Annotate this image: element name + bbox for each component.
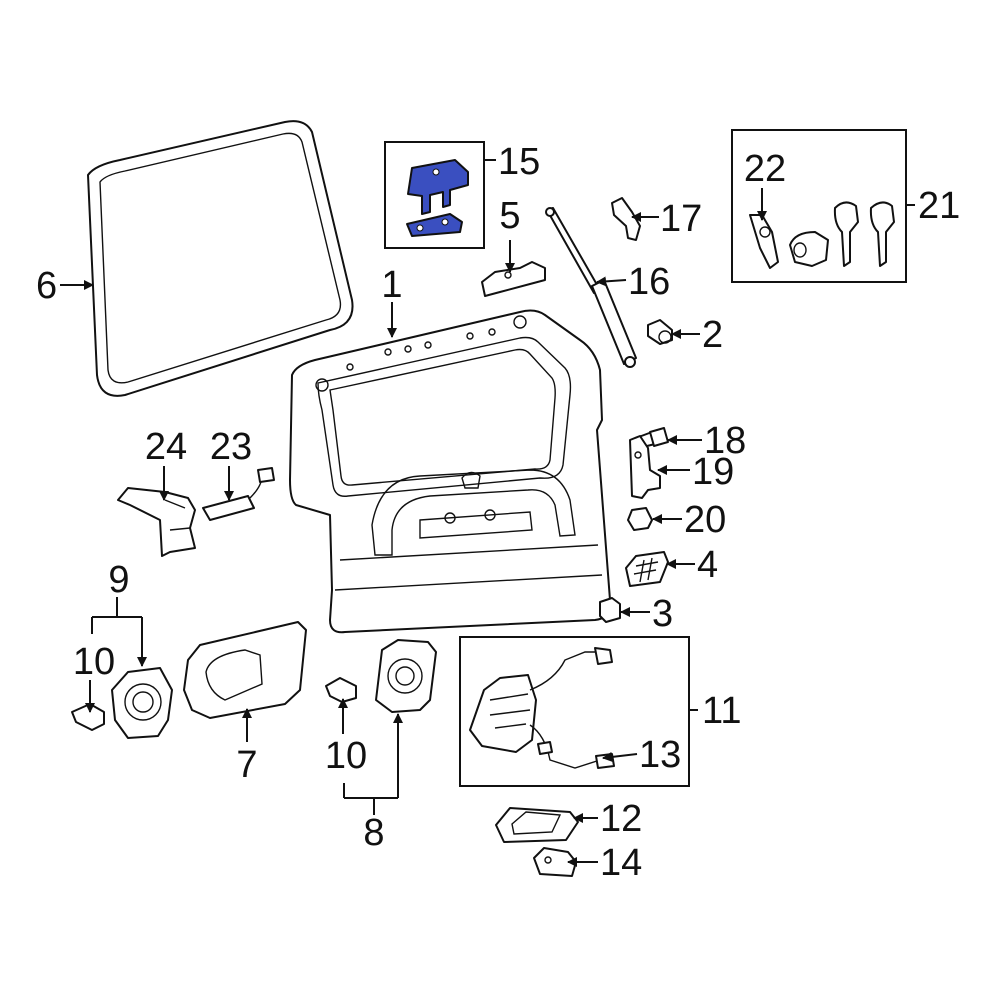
speaker-bracket-left (111, 667, 173, 739)
callout-21: 21 (918, 185, 960, 227)
trim-panel (183, 621, 307, 719)
callout-15: 15 (498, 141, 540, 183)
callout-10-left: 10 (73, 641, 115, 683)
callout-10-center: 10 (325, 735, 367, 777)
callout-8: 8 (363, 812, 384, 854)
handle-housing (495, 807, 579, 843)
latch-actuator-box (459, 636, 690, 787)
leader-lines (60, 159, 915, 867)
push-clip-center (325, 677, 357, 703)
callout-3: 3 (652, 593, 673, 635)
callout-5: 5 (499, 195, 520, 237)
callout-2: 2 (702, 314, 723, 356)
hinge-box (384, 141, 485, 249)
callout-11: 11 (702, 690, 741, 732)
callout-23: 23 (210, 426, 252, 468)
callout-16: 16 (628, 261, 670, 303)
callout-13: 13 (639, 734, 681, 776)
callout-1: 1 (381, 264, 402, 306)
callout-4: 4 (697, 544, 718, 586)
bracket-part (481, 261, 546, 297)
callout-22: 22 (744, 148, 786, 190)
clip (599, 597, 621, 623)
striker (629, 435, 661, 499)
callout-19: 19 (692, 451, 734, 493)
callout-12: 12 (600, 798, 642, 840)
weatherstrip-seal (87, 120, 354, 397)
callout-24: 24 (145, 426, 187, 468)
liftgate-panel (289, 309, 612, 634)
callout-14: 14 (600, 842, 642, 884)
handle-bracket (117, 487, 196, 557)
latch-bracket (611, 197, 641, 241)
callout-9: 9 (108, 559, 129, 601)
callout-20: 20 (684, 499, 726, 541)
spacer (627, 507, 653, 531)
callout-6: 6 (36, 265, 57, 307)
gas-strut (545, 207, 637, 368)
push-clip-left (71, 703, 105, 731)
callout-7: 7 (236, 744, 257, 786)
callout-labels: 1 6 15 5 16 17 2 18 19 20 4 3 21 22 24 2… (36, 141, 960, 884)
speaker-bracket-center (375, 639, 437, 713)
license-lamp (202, 467, 275, 521)
callout-17: 17 (660, 198, 702, 240)
stopper-bumper (647, 319, 673, 345)
callout-18: 18 (704, 420, 746, 462)
cover-grille (625, 551, 669, 587)
